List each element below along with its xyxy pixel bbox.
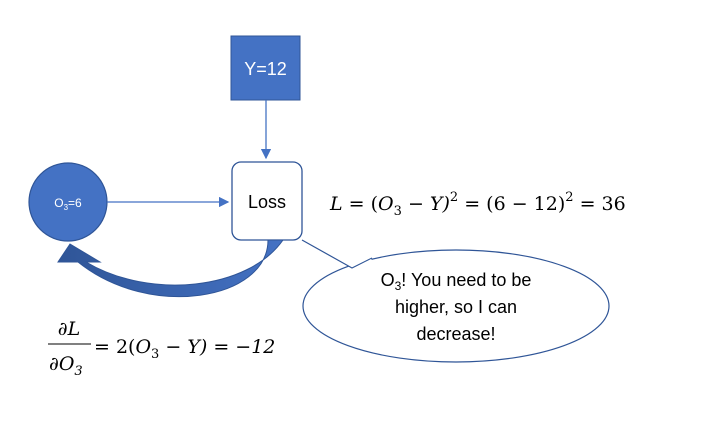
loss-node: Loss bbox=[231, 161, 303, 241]
speech-bubble: O3! You need to be higher, so I can decr… bbox=[301, 239, 610, 363]
gradient-numerator: ∂L bbox=[58, 318, 80, 340]
bubble-line-3: decrease! bbox=[416, 324, 495, 344]
loss-equation: L = (O3 − Y)2 = (6 − 12)2 = 36 bbox=[329, 190, 626, 219]
output-node: O3=6 bbox=[28, 162, 108, 242]
gradient-rhs: = 2(O3 − Y) = −12 bbox=[94, 336, 275, 362]
gradient-equation: ∂L ∂O3 = 2(O3 − Y) = −12 bbox=[48, 318, 275, 379]
bubble-line-1: O3! You need to be bbox=[381, 270, 532, 293]
target-node-label: Y=12 bbox=[244, 59, 287, 79]
gradient-denominator: ∂O3 bbox=[49, 353, 83, 379]
backprop-curved-arrow bbox=[57, 239, 284, 298]
output-node-label: O3=6 bbox=[54, 196, 82, 212]
target-node: Y=12 bbox=[230, 35, 301, 101]
loss-node-label: Loss bbox=[248, 192, 286, 212]
bubble-line-2: higher, so I can bbox=[395, 297, 517, 317]
